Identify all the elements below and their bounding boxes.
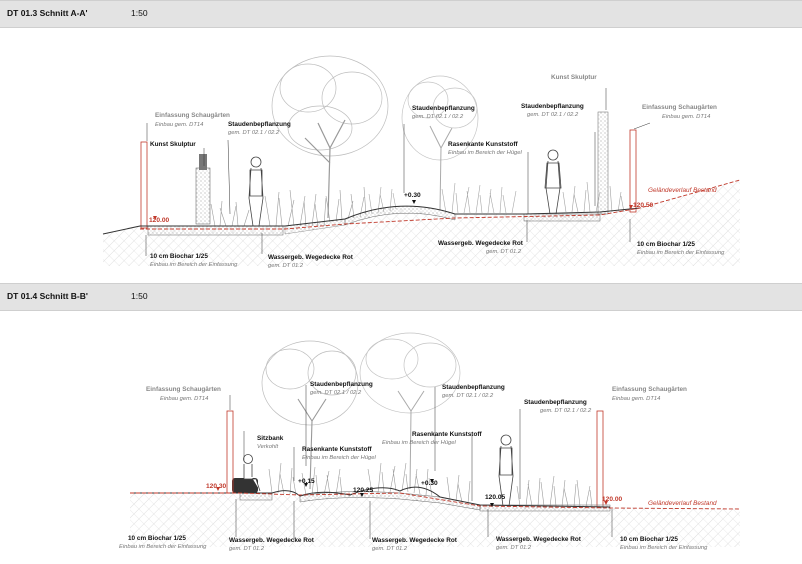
label-biochar-left-sub: Einbau im Bereich der Einfassung <box>119 544 207 550</box>
label-gelaende: Geländeverlauf Bestand <box>648 500 717 507</box>
label-biochar-right: 10 cm Biochar 1/25 <box>620 536 678 543</box>
label-rasenkante-right-sub: Einbau im Bereich der Hügel <box>382 440 457 446</box>
label-einfassung-left-sub: Einbau gem. DT14 <box>160 396 208 402</box>
label-kunst-right: Kunst Skulptur <box>551 74 597 81</box>
label-stauden-right: Staudenbepflanzung <box>524 399 587 406</box>
label-stauden-left-sub: gem. DT 02.1 / 02.2 <box>228 130 280 136</box>
section-header-a: DT 01.3 Schnitt A-A' 1:50 <box>0 0 802 28</box>
label-rasenkante-left-sub: Einbau im Bereich der Hügel <box>302 455 377 461</box>
planting-left <box>210 186 367 227</box>
label-stauden-mid-sub: gem. DT 02.1 / 02.2 <box>412 114 464 120</box>
label-sitzbank: Sitzbank <box>257 435 284 442</box>
label-sitzbank-sub: Verkohlt <box>257 444 278 450</box>
label-weg-2: Wassergeb. Wegedecke Rot <box>372 537 458 544</box>
tree-left-sketch <box>261 340 359 490</box>
label-weg-right: Wassergeb. Wegedecke Rot <box>438 240 524 247</box>
terrain-line <box>102 205 641 235</box>
sculpture-right <box>597 111 609 215</box>
label-einfassung-right: Einfassung Schaugärten <box>642 104 717 111</box>
label-einfassung-right-sub: Einbau gem. DT14 <box>612 396 660 402</box>
label-biochar-right-sub: Einbau im Bereich der Einfassung <box>637 250 725 256</box>
section-b-svg: Einfassung Schaugärten Einbau gem. DT14 … <box>119 332 741 552</box>
label-weg-1: Wassergeb. Wegedecke Rot <box>229 537 315 544</box>
leader-lines <box>145 88 651 256</box>
label-weg-left: Wassergeb. Wegedecke Rot <box>268 254 354 261</box>
person-right <box>544 149 562 215</box>
label-stauden-left-sub: gem. DT 02.1 / 02.2 <box>310 390 362 396</box>
section-header-b: DT 01.4 Schnitt B-B' 1:50 <box>0 283 802 311</box>
label-stauden-right-sub: gem. DT 02.1 / 02.2 <box>540 408 592 414</box>
person-standing <box>498 434 514 507</box>
label-einfassung-right-sub: Einbau gem. DT14 <box>662 114 710 120</box>
label-gelaende: Geländeverlauf Bestand <box>648 187 717 194</box>
label-stauden-left: Staudenbepflanzung <box>228 121 291 128</box>
label-biochar-left: 10 cm Biochar 1/25 <box>150 253 208 260</box>
label-weg-1-sub: gem. DT 01.2 <box>229 546 265 552</box>
elevation-hill: +0.30 <box>404 192 421 199</box>
elevation-right: 120.00 <box>602 496 623 503</box>
label-weg-2-sub: gem. DT 01.2 <box>372 546 408 552</box>
edging-post-right <box>629 129 637 213</box>
elevation-midright: 120.05 <box>485 494 506 501</box>
section-code: DT 01.4 Schnitt B-B' <box>7 291 88 301</box>
tree-right-sketch <box>359 332 461 490</box>
label-einfassung-left: Einfassung Schaugärten <box>146 386 221 393</box>
elevation-plus030: +0.30 <box>421 480 438 487</box>
label-kunst-left: Kunst Skulptur <box>150 141 196 148</box>
bench <box>232 478 258 493</box>
label-weg-left-sub: gem. DT 01.2 <box>268 263 304 269</box>
label-stauden-right-sub: gem. DT 02.1 / 02.2 <box>527 112 579 118</box>
planting <box>268 462 593 507</box>
label-stauden-mid-sub: gem. DT 02.1 / 02.2 <box>442 393 494 399</box>
label-rasenkante-right: Rasenkante Kunststoff <box>412 431 482 438</box>
elevation-right: 120.50 <box>633 202 654 209</box>
label-stauden-right: Staudenbepflanzung <box>521 103 584 110</box>
planting-right <box>562 181 625 213</box>
elevation-mid: 120.25 <box>353 487 374 494</box>
terrain-line <box>130 486 611 508</box>
label-einfassung-left-sub: Einbau gem. DT14 <box>155 122 203 128</box>
label-stauden-mid: Staudenbepflanzung <box>412 105 475 112</box>
section-scale: 1:50 <box>131 291 148 301</box>
section-a-svg: Einfassung Schaugärten Einbau gem. DT14 … <box>102 55 741 269</box>
label-biochar-left: 10 cm Biochar 1/25 <box>128 535 186 542</box>
sculpture-left <box>195 154 211 225</box>
elevation-plus015: +0.15 <box>298 478 315 485</box>
tree-left-sketch <box>271 55 389 219</box>
label-stauden-left: Staudenbepflanzung <box>310 381 373 388</box>
planting-mid <box>368 182 517 215</box>
path-layers <box>239 491 611 512</box>
label-biochar-left-sub: Einbau im Bereich der Einfassung <box>150 262 238 268</box>
leader-lines <box>229 385 613 539</box>
elevation-left: 120.00 <box>149 217 170 224</box>
section-scale: 1:50 <box>131 8 148 18</box>
person-left <box>248 156 264 227</box>
label-einfassung-right: Einfassung Schaugärten <box>612 386 687 393</box>
section-drawing-a: Einfassung Schaugärten Einbau gem. DT14 … <box>0 28 802 280</box>
label-einfassung-left: Einfassung Schaugärten <box>155 112 230 119</box>
tree-right-sketch <box>401 75 479 211</box>
elevation-left: 120.30 <box>206 483 227 490</box>
label-rasenkante-left: Rasenkante Kunststoff <box>302 446 372 453</box>
edging-post-right <box>596 410 604 508</box>
label-stauden-mid: Staudenbepflanzung <box>442 384 505 391</box>
label-weg-3: Wassergeb. Wegedecke Rot <box>496 536 582 543</box>
person-seated <box>243 454 261 492</box>
label-weg-3-sub: gem. DT 01.2 <box>496 545 532 551</box>
label-biochar-right: 10 cm Biochar 1/25 <box>637 241 695 248</box>
section-drawing-b: Einfassung Schaugärten Einbau gem. DT14 … <box>0 311 802 559</box>
existing-terrain-line <box>130 492 741 510</box>
label-rasenkante: Rasenkante Kunststoff <box>448 141 518 148</box>
edging-post-left <box>140 141 148 229</box>
label-biochar-right-sub: Einbau im Bereich der Einfassung <box>620 545 708 551</box>
label-rasenkante-sub: Einbau im Bereich der Hügel <box>448 150 523 156</box>
section-code: DT 01.3 Schnitt A-A' <box>7 8 88 18</box>
label-weg-right-sub: gem. DT 01.2 <box>486 249 522 255</box>
existing-terrain-line <box>140 179 741 230</box>
